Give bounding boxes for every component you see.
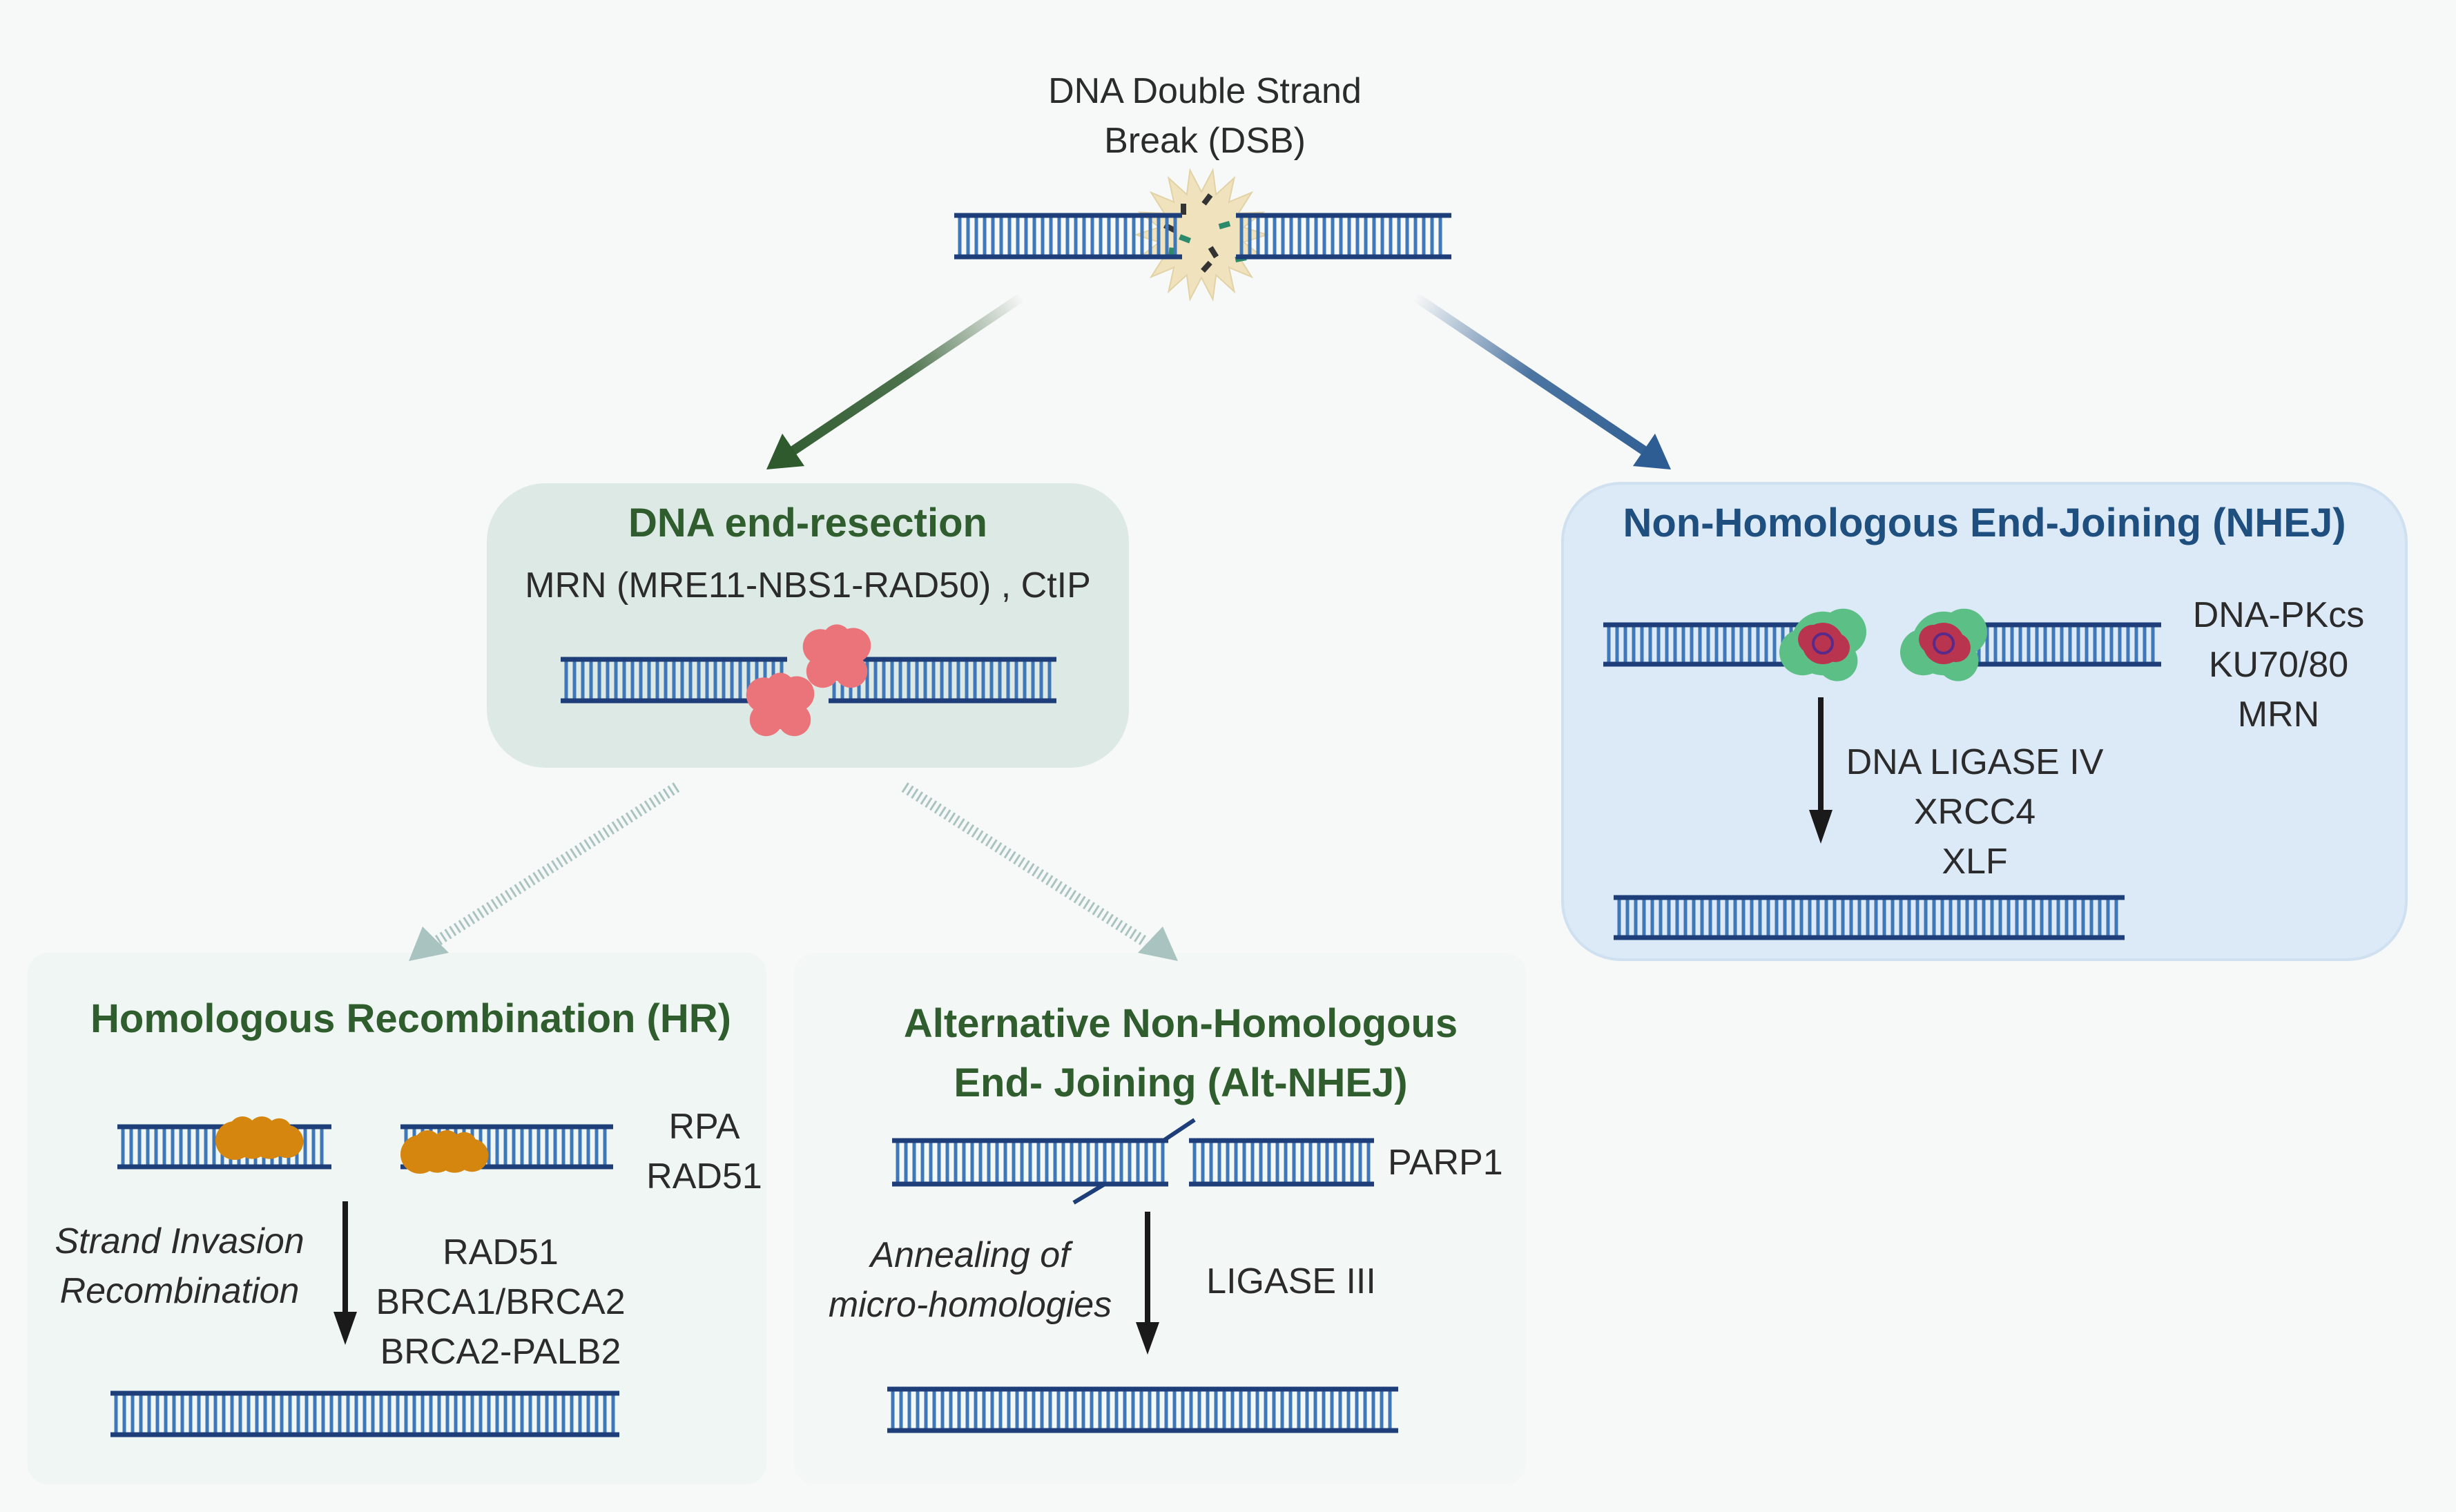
- hr-factor-brca2-palb2: BRCA2-PALB2: [380, 1332, 621, 1372]
- alt-nhej-panel: [794, 953, 1526, 1484]
- rpa-rad51-filament-left: [215, 1116, 304, 1160]
- protein-layer: [215, 608, 1987, 1174]
- hr-binding-factors: RPA RAD51: [635, 1102, 773, 1201]
- alt-nhej-title: Alternative Non-Homologous End- Joining …: [794, 994, 1567, 1113]
- mrn-complex-upper: [802, 624, 871, 688]
- dotted-arrow-to-alt-nhej: [901, 782, 1178, 961]
- arrow-to-resection: [766, 292, 1027, 469]
- arrow-to-nhej: [1411, 292, 1671, 469]
- nhej-step-arrow: [1809, 697, 1833, 844]
- mrn-complex-lower: [746, 672, 815, 737]
- nhej-factor-dna-pkcs: DNA-PKcs: [2192, 595, 2365, 635]
- ku-dna-pk-complex-left-ku70-80: [1798, 623, 1850, 664]
- resection-proteins: MRN (MRE11-NBS1-RAD50) , CtIP: [525, 565, 1091, 605]
- alt-nhej-overhangs: [1072, 1118, 1196, 1205]
- ku-dna-pk-complex-right-ku70-80: [1919, 623, 1971, 664]
- nhej-dna-repaired: [1614, 895, 2125, 940]
- dsb-dna-right: [1236, 213, 1451, 260]
- hr-title: Homologous Recombination (HR): [90, 996, 731, 1041]
- hr-step-label-line2: Recombination: [59, 1271, 300, 1311]
- nhej-title: Non-Homologous End-Joining (NHEJ): [1623, 501, 2346, 545]
- alt-nhej-dna-repaired: [887, 1386, 1398, 1433]
- hr-dna-repaired: [110, 1390, 619, 1437]
- dsb-label-line2: Break (DSB): [1104, 121, 1306, 161]
- hr-step-label: Strand Invasion Recombination: [28, 1217, 331, 1316]
- hr-step-label-line1: Strand Invasion: [55, 1221, 304, 1261]
- nhej-factor-xrcc4: XRCC4: [1913, 792, 2036, 832]
- hr-factor-rpa: RPA: [668, 1107, 740, 1147]
- alt-nhej-binding-factor: PARP1: [1388, 1143, 1503, 1183]
- alt-nhej-step-label: Annealing of micro-homologies: [808, 1230, 1132, 1330]
- dsb-label: DNA Double Strand Break (DSB): [1012, 66, 1398, 166]
- alt-nhej-step-label-line2: micro-homologies: [828, 1285, 1112, 1325]
- dsb-dna-left: [954, 213, 1182, 260]
- dsb-label-line1: DNA Double Strand: [1048, 71, 1362, 111]
- dsb-starburst: [1133, 168, 1270, 302]
- alt-nhej-step-arrow: [1136, 1212, 1159, 1355]
- hr-panel: [28, 953, 766, 1484]
- nhej-box: [1561, 482, 2408, 961]
- nhej-factor-xlf: XLF: [1942, 842, 2008, 882]
- alt-nhej-title-line1: Alternative Non-Homologous: [903, 1001, 1458, 1046]
- alt-nhej-title-line2: End- Joining (Alt-NHEJ): [954, 1060, 1408, 1105]
- hr-factor-brca1-brca2: BRCA1/BRCA2: [376, 1282, 626, 1322]
- nhej-factor-ligase-iv: DNA LIGASE IV: [1846, 742, 2104, 782]
- nhej-binding-factors: DNA-PKcs KU70/80 MRN: [2168, 590, 2389, 739]
- nhej-factor-mrn: MRN: [2237, 695, 2320, 735]
- alt-nhej-step-factor: LIGASE III: [1206, 1261, 1376, 1301]
- dotted-arrow-to-hr: [409, 782, 680, 961]
- rpa-rad51-filament-right: [400, 1130, 489, 1174]
- alt-nhej-step-label-line1: Annealing of: [870, 1235, 1070, 1275]
- nhej-factor-ku70-80: KU70/80: [2208, 645, 2349, 685]
- alt-nhej-dna-left: [892, 1138, 1168, 1187]
- nhej-ligation-factors: DNA LIGASE IV XRCC4 XLF: [1823, 737, 2127, 886]
- hr-factor-rad51-step: RAD51: [443, 1232, 559, 1272]
- hr-step-factors: RAD51 BRCA1/BRCA2 BRCA2-PALB2: [359, 1228, 642, 1377]
- hr-factor-rad51: RAD51: [646, 1156, 762, 1196]
- resection-title: DNA end-resection: [628, 501, 987, 545]
- ku-dna-pk-complex-left: [1779, 608, 1866, 681]
- alt-nhej-dna-right: [1189, 1138, 1374, 1187]
- ku-dna-pk-complex-right: [1900, 608, 1987, 681]
- hr-step-arrow: [333, 1201, 357, 1345]
